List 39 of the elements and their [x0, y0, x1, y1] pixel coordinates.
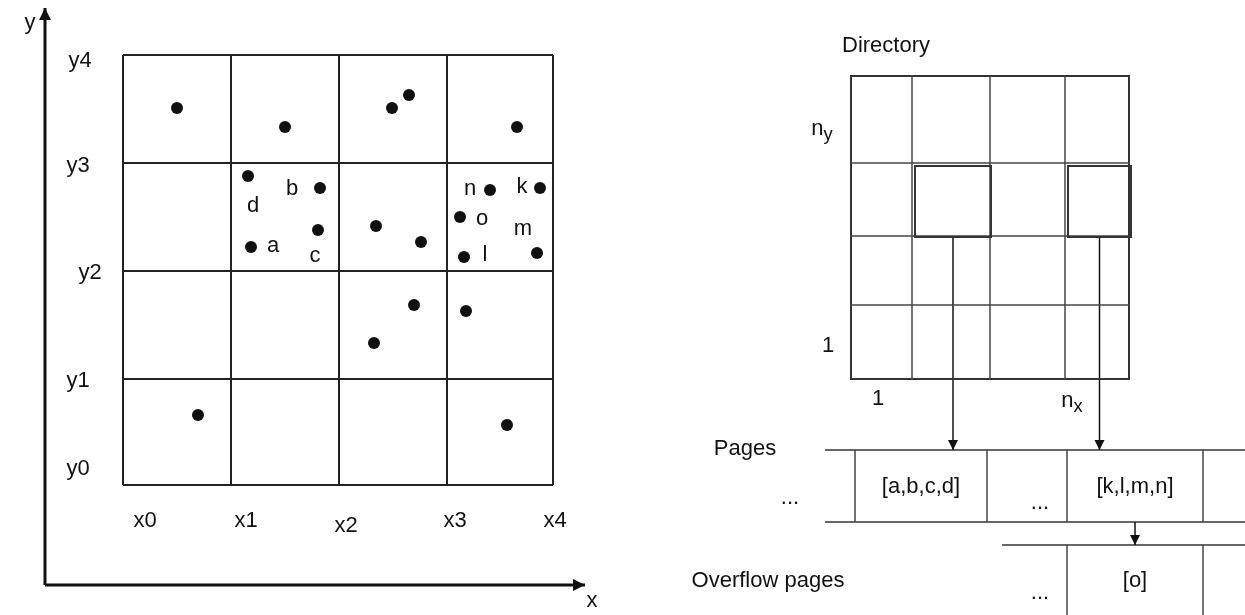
tick-label: y1 — [66, 369, 90, 391]
point-label: b — [285, 177, 299, 199]
point-label: m — [513, 217, 533, 239]
directory-cell — [1067, 165, 1132, 238]
index-label: n$_{y}$ — [811, 116, 833, 144]
axis-label: y — [24, 11, 36, 33]
tick-label: x1 — [234, 509, 258, 531]
index-label: 1 — [821, 334, 835, 356]
tick-label: x0 — [133, 509, 157, 531]
arrow — [1094, 237, 1105, 451]
ellipsis: ... — [1030, 491, 1050, 513]
row-label: Pages — [713, 437, 777, 459]
tick-label: y2 — [78, 261, 102, 283]
tick-label: x3 — [443, 509, 467, 531]
tick-label: y4 — [68, 49, 92, 71]
ellipsis: ... — [1030, 581, 1050, 603]
directory-cell — [914, 165, 992, 238]
point-label: d — [246, 194, 260, 216]
tick-label: x2 — [334, 514, 358, 536]
axis-label: x — [586, 589, 598, 611]
arrow — [947, 237, 959, 451]
tick-label: x4 — [543, 509, 567, 531]
row-label: Overflow pages — [691, 569, 845, 591]
ellipsis: ... — [780, 486, 800, 508]
directory-title: Directory — [842, 32, 930, 58]
point-label: k — [516, 175, 528, 197]
point-label: l — [482, 243, 488, 265]
point-label: o — [475, 207, 489, 229]
point-label: c — [309, 244, 321, 266]
point-label: a — [266, 234, 280, 256]
page-content: [a,b,c,d] — [881, 473, 961, 499]
point-label: n — [463, 177, 477, 199]
tick-label: y3 — [66, 154, 90, 176]
index-label: n$_{x}$ — [1061, 388, 1083, 416]
page-content: [o] — [1122, 567, 1148, 593]
index-label: 1 — [871, 387, 885, 409]
page-content: [k,l,m,n] — [1096, 473, 1174, 499]
arrow — [1129, 521, 1141, 546]
tick-label: y0 — [66, 457, 90, 479]
